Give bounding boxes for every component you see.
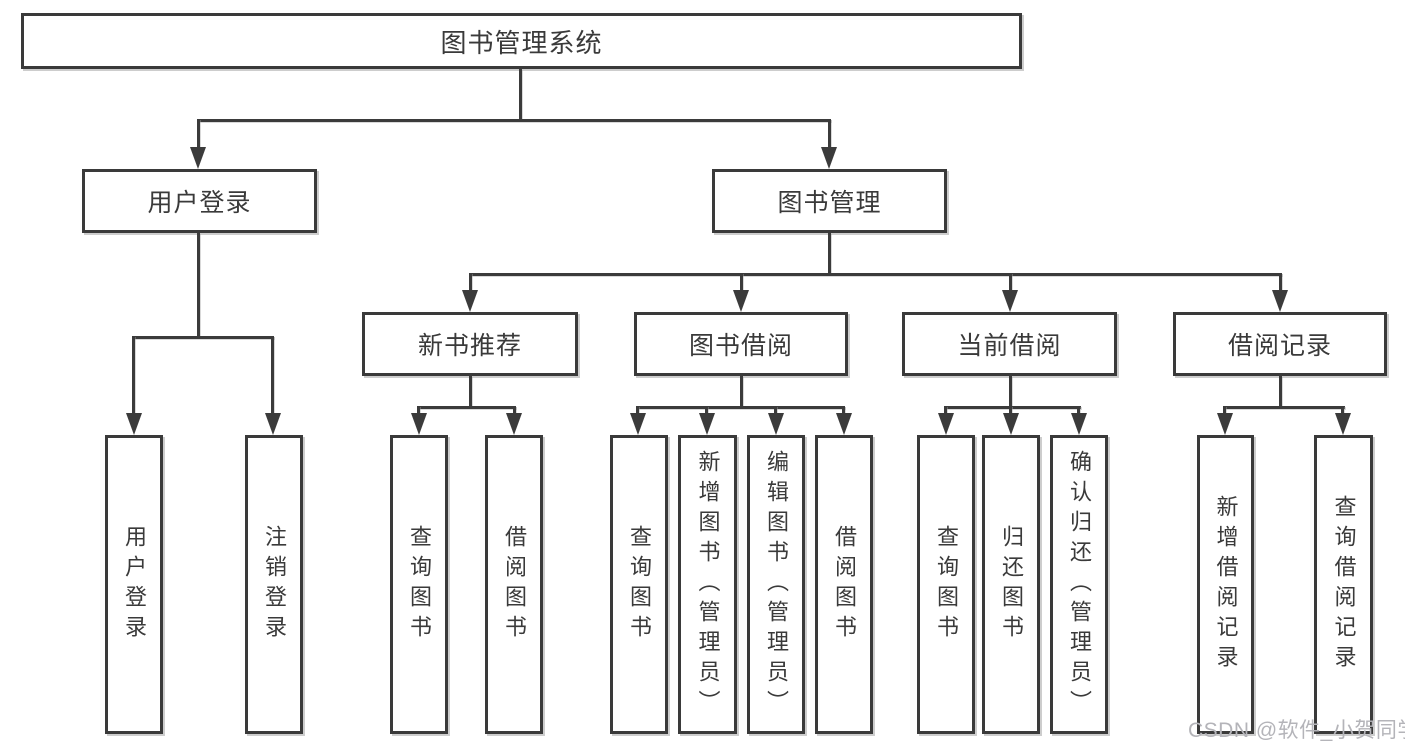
connector-drop-borrow-records xyxy=(1279,273,1282,290)
connector-drop-leaf-logout xyxy=(271,336,274,413)
node-new-book-recommend: 新书推荐 xyxy=(362,312,578,376)
connector-arrowhead-borrow-books xyxy=(836,413,852,435)
connector-user-login-stem xyxy=(197,233,200,336)
connector-drop-leaf-user-login xyxy=(132,336,135,413)
connector-arrowhead-current-borrow xyxy=(1002,290,1018,312)
connector-drop-borrow-books xyxy=(842,406,845,413)
connector-drop-current-borrow xyxy=(1009,273,1012,290)
connector-user-login-bar xyxy=(132,336,274,339)
connector-drop-borrow-books-recommend xyxy=(513,406,516,413)
leaf-edit-book-admin: 编辑图书（管理员） xyxy=(747,435,805,734)
connector-arrowhead-confirm-return-admin xyxy=(1071,413,1087,435)
leaf-add-book-admin: 新增图书（管理员） xyxy=(678,435,737,734)
connector-arrowhead-return-book xyxy=(1003,413,1019,435)
connector-book-management-bar xyxy=(469,273,1282,276)
connector-current-borrow-bar xyxy=(944,406,1081,409)
leaf-return-book: 归还图书 xyxy=(982,435,1040,734)
connector-drop-query-books-current xyxy=(944,406,947,413)
connector-arrowhead-query-books-current xyxy=(938,413,954,435)
connector-drop-return-book xyxy=(1009,406,1012,413)
connector-new-book-recommend-bar xyxy=(417,406,516,409)
connector-arrowhead-query-books-recommend xyxy=(411,413,427,435)
connector-arrowhead-new-book-recommend xyxy=(462,290,478,312)
connector-arrowhead-borrow-records xyxy=(1272,290,1288,312)
connector-arrowhead-user-login xyxy=(190,147,206,169)
leaf-add-borrow-record: 新增借阅记录 xyxy=(1197,435,1254,734)
connector-arrowhead-add-book-admin xyxy=(699,413,715,435)
connector-book-management-stem xyxy=(828,233,831,273)
csdn-watermark: CSDN @软件_小贺同学 xyxy=(1188,719,1405,742)
leaf-borrow-books-recommend: 借阅图书 xyxy=(485,435,543,734)
connector-arrowhead-query-borrow-record xyxy=(1335,413,1351,435)
connector-book-borrow-bar xyxy=(636,406,845,409)
node-book-management: 图书管理 xyxy=(712,169,947,233)
connector-drop-book-management xyxy=(828,119,831,147)
node-borrow-records: 借阅记录 xyxy=(1173,312,1387,376)
connector-drop-add-borrow-record xyxy=(1223,406,1226,413)
connector-current-borrow-stem xyxy=(1009,376,1012,406)
connector-arrowhead-leaf-user-login xyxy=(126,413,142,435)
node-user-login: 用户登录 xyxy=(82,169,317,233)
connector-arrowhead-book-borrow xyxy=(733,290,749,312)
connector-arrowhead-add-borrow-record xyxy=(1217,413,1233,435)
node-library-management-system: 图书管理系统 xyxy=(21,13,1022,69)
connector-drop-book-borrow xyxy=(740,273,743,290)
connector-arrowhead-leaf-logout xyxy=(265,413,281,435)
connector-drop-add-book-admin xyxy=(705,406,708,413)
leaf-query-books-current: 查询图书 xyxy=(917,435,975,734)
leaf-logout: 注销登录 xyxy=(245,435,303,734)
node-book-borrow: 图书借阅 xyxy=(634,312,848,376)
leaf-query-borrow-record: 查询借阅记录 xyxy=(1314,435,1373,734)
connector-new-book-recommend-stem xyxy=(469,376,472,406)
leaf-confirm-return-admin: 确认归还（管理员） xyxy=(1050,435,1108,734)
connector-drop-query-books-recommend xyxy=(417,406,420,413)
connector-borrow-records-bar xyxy=(1223,406,1345,409)
connector-root-stem xyxy=(519,69,522,119)
leaf-borrow-books: 借阅图书 xyxy=(815,435,873,734)
leaf-query-books-borrow: 查询图书 xyxy=(610,435,668,734)
connector-borrow-records-stem xyxy=(1279,376,1282,406)
connector-drop-query-books-borrow xyxy=(636,406,639,413)
connector-arrowhead-query-books-borrow xyxy=(630,413,646,435)
connector-drop-query-borrow-record xyxy=(1341,406,1344,413)
connector-drop-new-book-recommend xyxy=(469,273,472,290)
connector-drop-edit-book-admin xyxy=(774,406,777,413)
connector-drop-user-login xyxy=(197,119,200,147)
connector-book-borrow-stem xyxy=(740,376,743,406)
leaf-user-login: 用户登录 xyxy=(105,435,163,734)
connector-arrowhead-book-management xyxy=(821,147,837,169)
connector-drop-confirm-return-admin xyxy=(1077,406,1080,413)
connector-root-bar xyxy=(197,119,831,122)
connector-arrowhead-borrow-books-recommend xyxy=(506,413,522,435)
connector-arrowhead-edit-book-admin xyxy=(768,413,784,435)
leaf-query-books-recommend: 查询图书 xyxy=(390,435,448,734)
node-current-borrow: 当前借阅 xyxy=(902,312,1117,376)
